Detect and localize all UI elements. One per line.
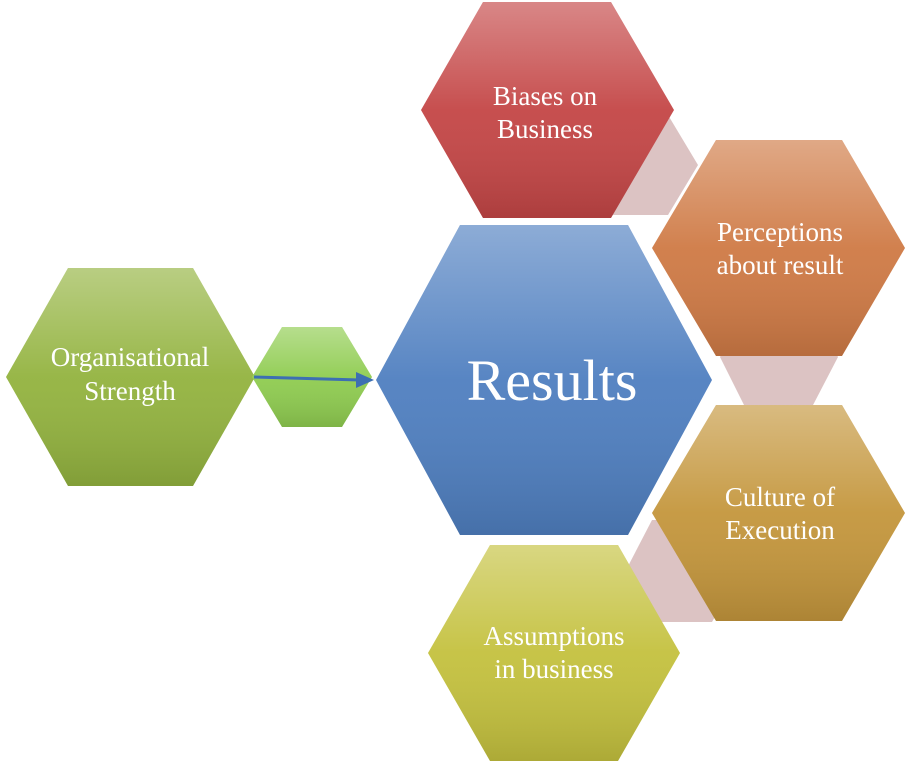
input-hexagon: Organisational Strength bbox=[6, 268, 255, 486]
factor-hexagon-biases: Biases on Business bbox=[421, 2, 674, 218]
factor-hexagon-culture: Culture of Execution bbox=[652, 405, 905, 621]
factor-hexagon-perceptions: Perceptions about result bbox=[652, 140, 905, 356]
factor-assumptions-line-1: Assumptions bbox=[483, 621, 624, 651]
arrow-connector bbox=[253, 372, 374, 388]
factor-culture-line-1: Culture of bbox=[725, 482, 835, 512]
connector-hexagon bbox=[252, 327, 372, 427]
input-label-line-2: Strength bbox=[84, 376, 176, 406]
factor-culture-line-2: Execution bbox=[725, 515, 835, 545]
center-hexagon: Results bbox=[376, 225, 712, 535]
factor-biases-line-1: Biases on bbox=[493, 81, 598, 111]
factor-perceptions-line-2: about result bbox=[717, 250, 844, 280]
factor-biases-line-2: Business bbox=[497, 114, 593, 144]
factor-assumptions-line-2: in business bbox=[494, 654, 613, 684]
center-label: Results bbox=[467, 348, 638, 413]
input-label-line-1: Organisational bbox=[51, 342, 209, 372]
factor-perceptions-line-1: Perceptions bbox=[717, 217, 843, 247]
factor-hexagon-assumptions: Assumptions in business bbox=[428, 545, 680, 761]
